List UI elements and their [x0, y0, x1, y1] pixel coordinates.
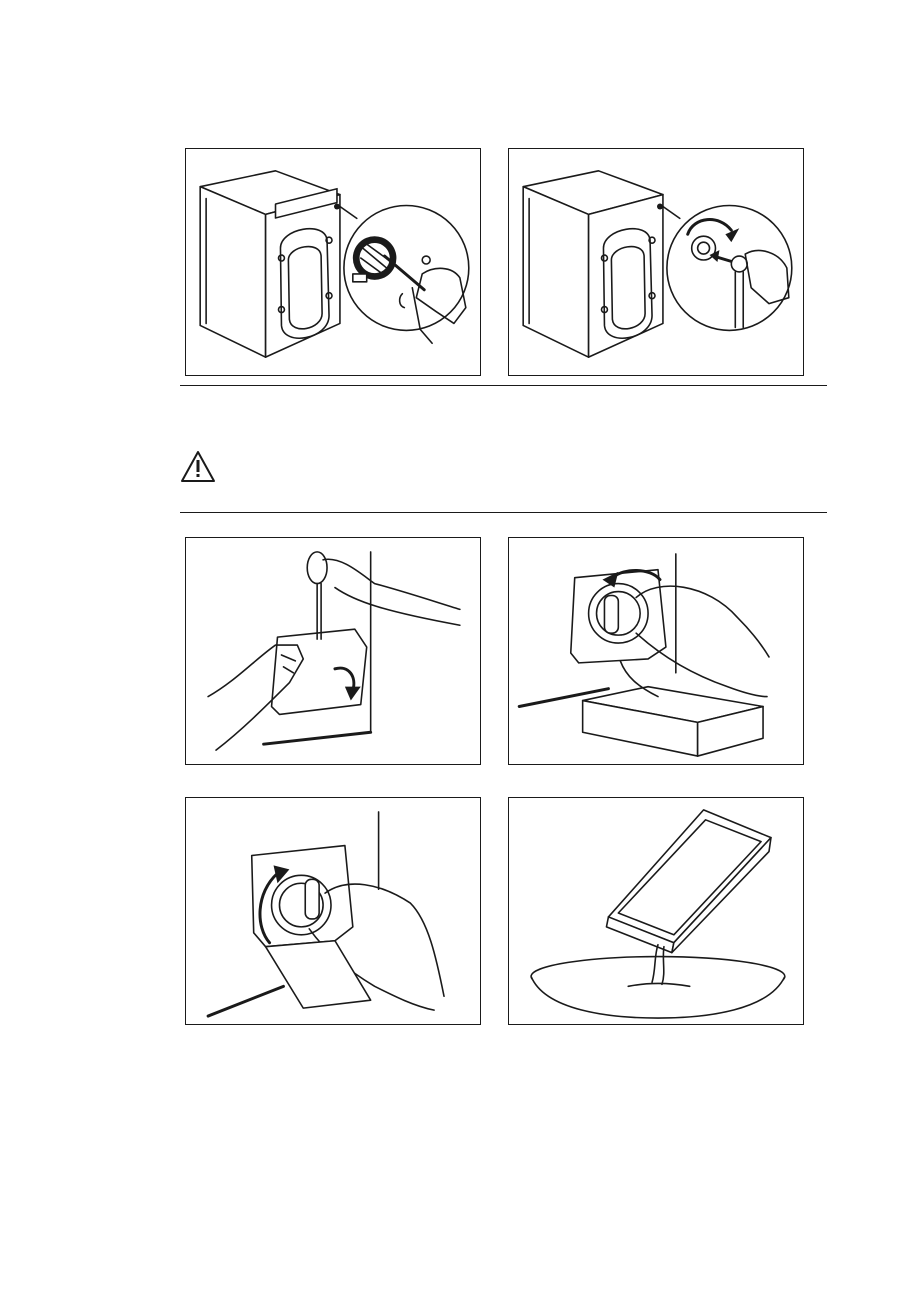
washing-machine-inlet-filter-illustration: [186, 149, 480, 375]
section-divider-bottom: [180, 512, 827, 513]
tray-pour-into-bowl-illustration: [509, 798, 803, 1024]
filter-clockwise-close-illustration: [186, 798, 480, 1024]
washing-machine-hose-reconnect-illustration: [509, 149, 803, 375]
warning-triangle-icon: [180, 450, 216, 484]
figure-turn-filter-close: [185, 797, 481, 1025]
figure-clean-inlet-filter: [185, 148, 481, 376]
figure-empty-tray: [508, 797, 804, 1025]
figure-open-filter-flap: [185, 537, 481, 765]
figure-reconnect-inlet-hose: [508, 148, 804, 376]
figure-turn-filter-drain: [508, 537, 804, 765]
filter-counterclockwise-drain-illustration: [509, 538, 803, 764]
section-divider-top: [180, 385, 827, 386]
screwdriver-open-flap-illustration: [186, 538, 480, 764]
